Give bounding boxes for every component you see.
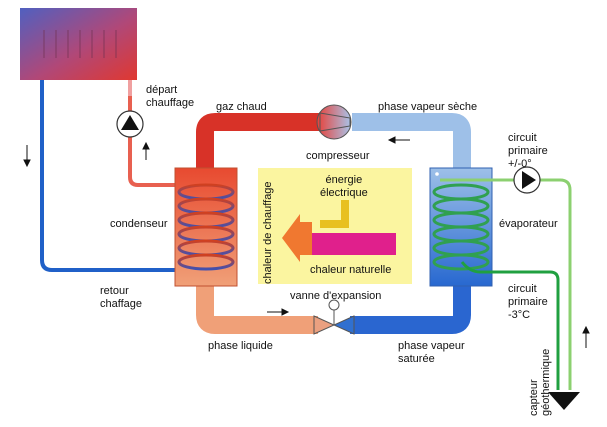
circuit-primaire-top-label: circuit primaire +/-0° (508, 132, 548, 170)
energy-panel (258, 168, 412, 284)
natural-heat-arrow (310, 233, 396, 255)
vanne-expansion-label: vanne d'expansion (290, 290, 382, 302)
circuit-primaire-bottom-label: circuit primaire -3°C (508, 283, 548, 321)
depart-chauffage-label: départ chauffage (146, 84, 195, 109)
retour-chauffage-label: retour chaffage (100, 285, 143, 310)
chaleur-naturelle-label: chaleur naturelle (310, 264, 392, 276)
gaz-chaud-label: gaz chaud (216, 101, 267, 113)
expansion-valve (313, 299, 355, 335)
primary-circuit (440, 178, 580, 410)
heating-supply-pipe (128, 80, 178, 187)
compressor (316, 104, 352, 140)
evaporator (429, 167, 493, 287)
radiator (20, 8, 137, 80)
phase-vapeur-seche-label: phase vapeur sèche (378, 101, 478, 113)
electric-energy-arrow (320, 200, 349, 228)
phase-liquide-label: phase liquide (208, 340, 273, 352)
heating-pump (116, 110, 144, 138)
capteur-geothermique-label: capteur géothermique (528, 348, 552, 416)
energie-electrique-label: énergie électrique (320, 174, 368, 199)
condenseur-label: condenseur (110, 218, 168, 230)
chaleur-de-chauffage-label: chaleur de chauffage (262, 181, 274, 284)
phase-vapeur-saturee-label: phase vapeur saturée (398, 340, 465, 365)
heating-return-pipe (40, 80, 210, 272)
evaporateur-label: évaporateur (499, 218, 558, 230)
refrigerant-loop (196, 113, 471, 334)
condenser (174, 167, 238, 287)
heating-heat-arrow (282, 214, 312, 262)
primary-pump (513, 166, 541, 194)
flow-arrows (23, 136, 590, 348)
compresseur-label: compresseur (306, 150, 370, 162)
